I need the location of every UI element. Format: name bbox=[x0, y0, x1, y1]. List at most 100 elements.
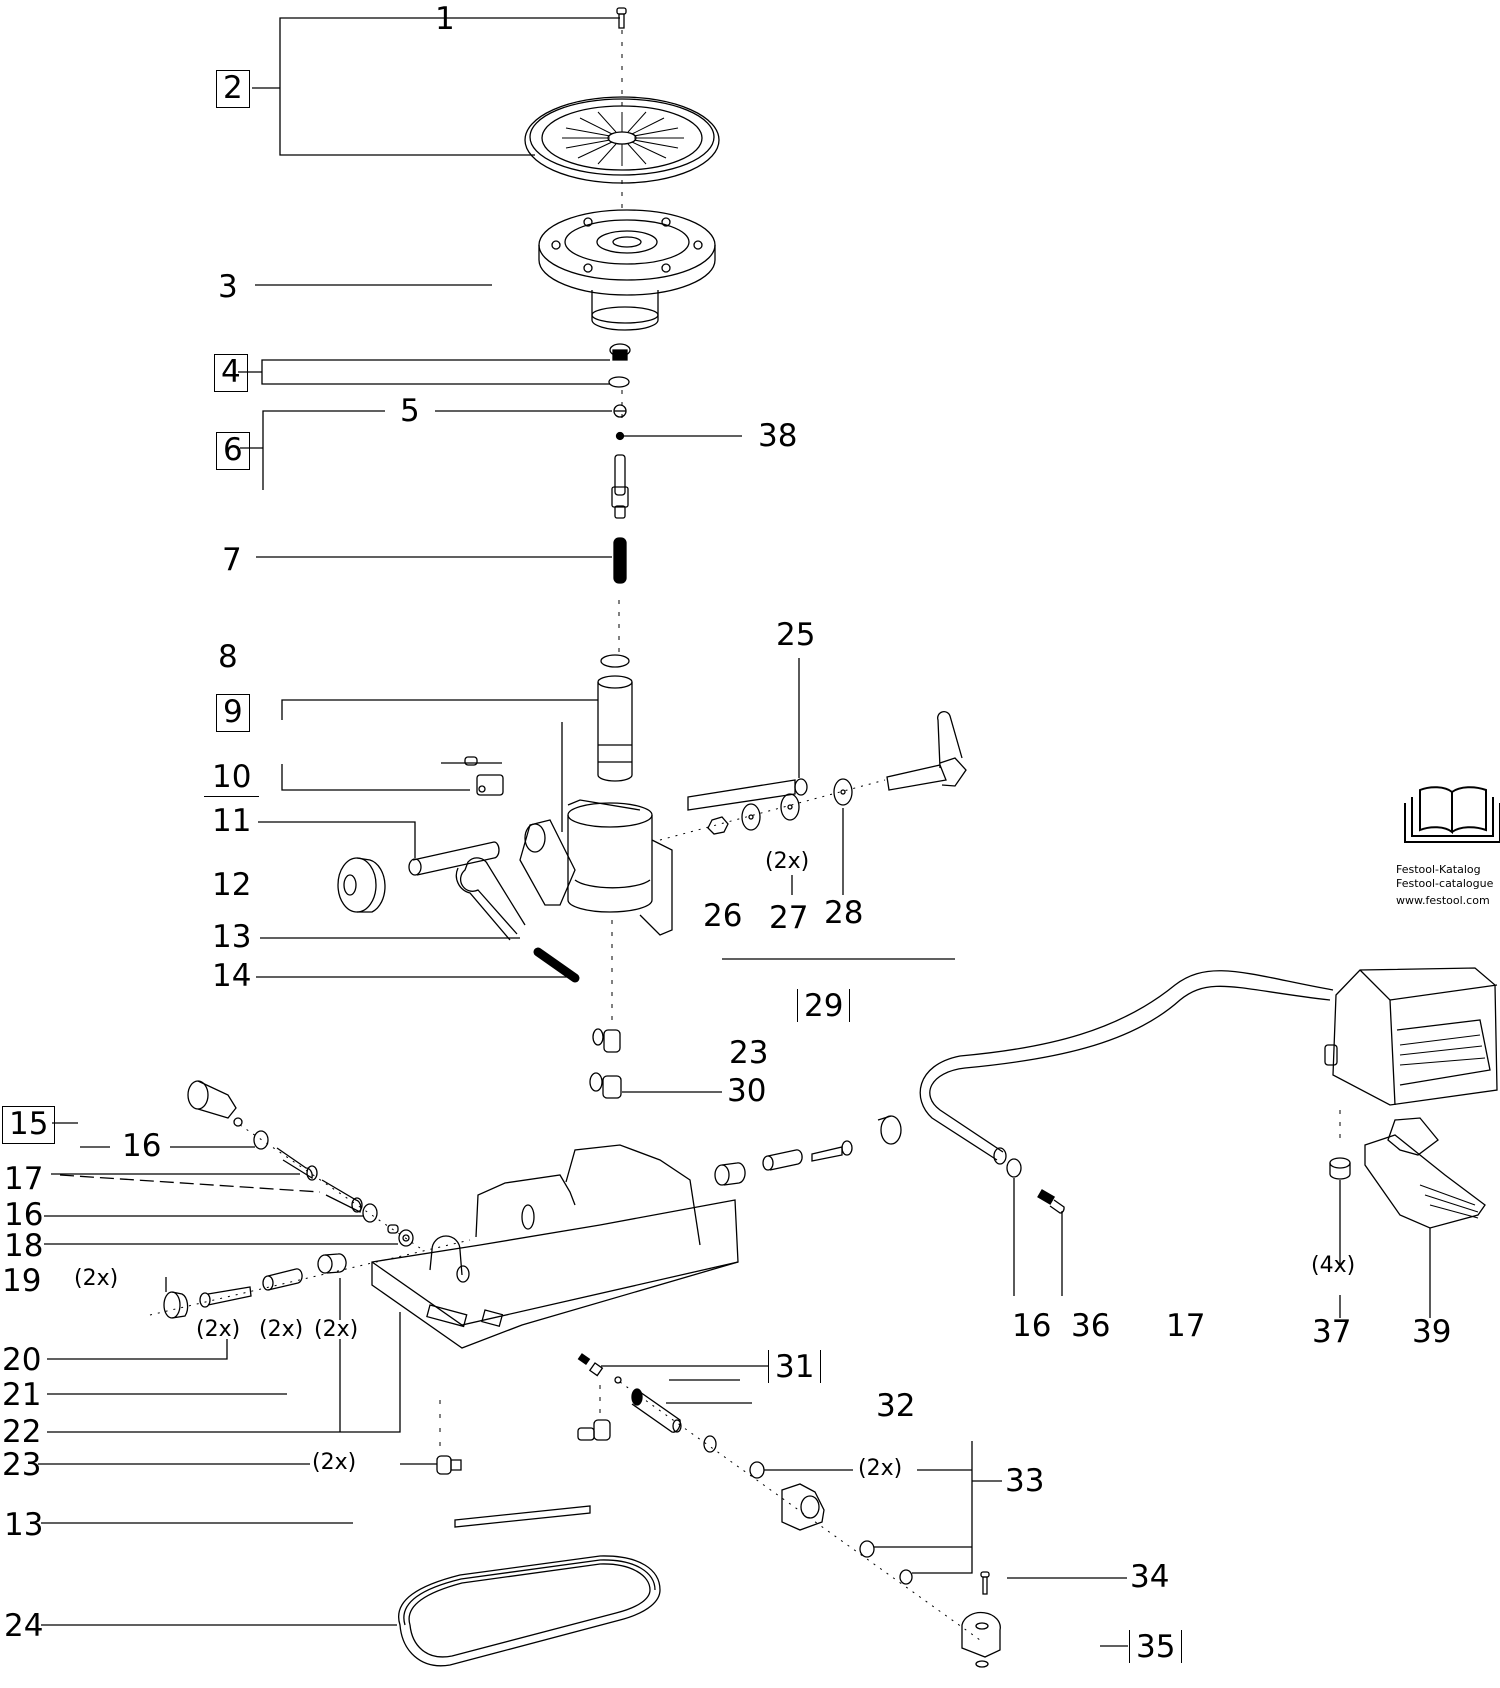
part-28-washer bbox=[834, 779, 852, 805]
callout-35: 35 bbox=[1129, 1630, 1183, 1663]
leader-33 bbox=[764, 1441, 1002, 1573]
callout-13-second: 13 bbox=[4, 1507, 44, 1543]
part-1-screw bbox=[617, 8, 626, 28]
part-16-clamp-b bbox=[363, 1204, 377, 1222]
part-elbow-fitting bbox=[578, 1420, 610, 1440]
part-lever bbox=[887, 712, 966, 790]
part-bushing-r1 bbox=[715, 1163, 745, 1185]
qty-23: (2x) bbox=[312, 1450, 357, 1475]
callout-26: 26 bbox=[703, 898, 743, 934]
part-19-cap bbox=[164, 1292, 188, 1318]
part-24-gasket bbox=[399, 1556, 660, 1666]
part-38-ball bbox=[617, 433, 624, 440]
part-30-fitting bbox=[590, 1073, 621, 1098]
part-bolt-r bbox=[812, 1141, 852, 1161]
part-head-housing bbox=[520, 800, 672, 935]
callout-13: 13 bbox=[212, 919, 252, 955]
part-23-fitting bbox=[593, 1029, 620, 1052]
qty-33: (2x) bbox=[858, 1456, 903, 1481]
qty-22: (2x) bbox=[314, 1317, 359, 1342]
callout-17-second: 17 bbox=[1166, 1308, 1206, 1344]
axis-valve bbox=[620, 1382, 980, 1640]
part-27-washers bbox=[742, 794, 799, 830]
part-15-coupling bbox=[188, 1081, 242, 1126]
leader-22 bbox=[47, 1278, 400, 1432]
callout-17: 17 bbox=[4, 1161, 44, 1197]
part-valve-block bbox=[782, 1484, 824, 1530]
callout-38: 38 bbox=[758, 418, 798, 454]
callout-27: 27 bbox=[769, 900, 809, 936]
callout-11: 11 bbox=[212, 803, 252, 839]
callout-22: 22 bbox=[2, 1414, 42, 1450]
leader-20 bbox=[47, 1339, 227, 1359]
part-21-spacer bbox=[263, 1269, 302, 1290]
part-base bbox=[372, 1145, 738, 1348]
callout-16: 16 bbox=[122, 1128, 162, 1164]
callout-14: 14 bbox=[212, 958, 252, 994]
part-8-oring bbox=[601, 655, 629, 667]
qty-37: (4x) bbox=[1311, 1253, 1356, 1278]
callout-36: 36 bbox=[1071, 1308, 1111, 1344]
part-17-long-hose bbox=[920, 971, 1333, 1164]
part-26-nut bbox=[708, 817, 728, 834]
callout-4: 4 bbox=[214, 354, 248, 392]
part-2-pad bbox=[525, 97, 719, 183]
callout-30: 30 bbox=[727, 1073, 767, 1109]
leader-9 bbox=[282, 700, 598, 832]
qty-20: (2x) bbox=[196, 1317, 241, 1342]
part-35-cap bbox=[962, 1613, 1000, 1667]
part-31-screw bbox=[579, 1354, 621, 1383]
callout-23-second: 23 bbox=[729, 1035, 769, 1071]
part-cap-r bbox=[878, 1116, 901, 1144]
center-axis bbox=[612, 30, 622, 1020]
callout-28: 28 bbox=[824, 895, 864, 931]
part-37-foot bbox=[1330, 1158, 1350, 1179]
part-16-clamp-a bbox=[254, 1131, 268, 1149]
part-9-column bbox=[598, 676, 632, 781]
callout-34: 34 bbox=[1130, 1559, 1170, 1595]
callout-25: 25 bbox=[776, 617, 816, 653]
part-22-bushing bbox=[318, 1254, 346, 1273]
callout-19: 19 bbox=[2, 1263, 42, 1299]
leader-2 bbox=[252, 18, 535, 155]
leader-31 bbox=[601, 1366, 768, 1380]
part-10-clip bbox=[465, 757, 503, 795]
callout-2: 2 bbox=[216, 70, 250, 108]
callout-16-third: 16 bbox=[1012, 1308, 1052, 1344]
qty-21: (2x) bbox=[259, 1317, 304, 1342]
catalog-url[interactable]: www.festool.com bbox=[1396, 894, 1490, 907]
qty-27: (2x) bbox=[765, 849, 810, 874]
callout-37: 37 bbox=[1312, 1314, 1352, 1350]
callout-3: 3 bbox=[218, 269, 238, 305]
book-icon bbox=[1405, 787, 1500, 842]
callout-24: 24 bbox=[4, 1608, 44, 1644]
callout-15: 15 bbox=[2, 1106, 56, 1144]
part-25-bolt bbox=[688, 779, 807, 810]
callout-18: 18 bbox=[4, 1228, 44, 1264]
part-23-lower-fitting bbox=[437, 1456, 461, 1474]
part-39-pedal bbox=[1365, 1118, 1485, 1228]
callout-31: 31 bbox=[768, 1350, 822, 1383]
callout-1: 1 bbox=[435, 1, 455, 37]
callout-32: 32 bbox=[876, 1388, 916, 1424]
leader-17a bbox=[51, 1174, 320, 1192]
callout-6: 6 bbox=[216, 432, 250, 470]
catalog-line-1: Festool-Katalog bbox=[1396, 863, 1481, 876]
part-18-fitting bbox=[388, 1225, 413, 1246]
callout-12: 12 bbox=[212, 867, 252, 903]
callout-5: 5 bbox=[400, 393, 420, 429]
callout-9: 9 bbox=[216, 694, 250, 732]
part-20-bolt bbox=[200, 1287, 251, 1307]
catalog-line-2: Festool-catalogue bbox=[1396, 877, 1494, 890]
callout-8: 8 bbox=[218, 639, 238, 675]
part-foot-pedal-housing bbox=[1325, 968, 1497, 1105]
part-4-plug bbox=[609, 344, 630, 387]
callout-16-second: 16 bbox=[4, 1197, 44, 1233]
callout-7: 7 bbox=[222, 542, 242, 578]
leader-6 bbox=[240, 411, 385, 490]
part-11-pin bbox=[409, 842, 499, 875]
callout-10: 10 bbox=[204, 762, 260, 797]
part-34-screw bbox=[981, 1572, 989, 1594]
part-spacer-r bbox=[763, 1150, 802, 1170]
